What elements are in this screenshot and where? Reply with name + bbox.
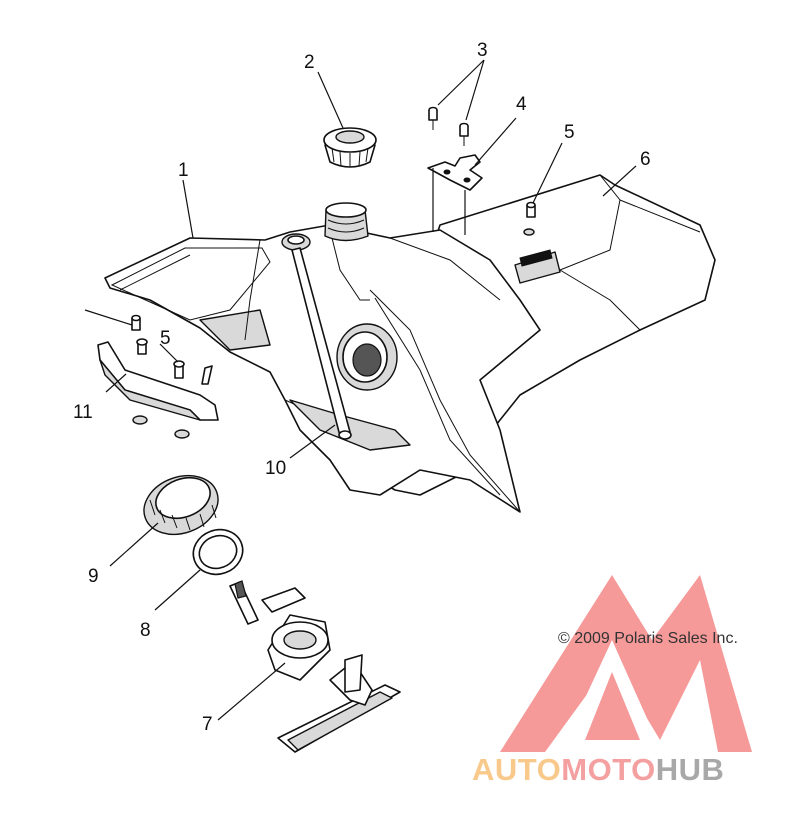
bolt-5-right [523, 201, 536, 236]
callout-5-right: 5 [564, 122, 575, 143]
gasket-8 [192, 528, 244, 576]
fuel-cap [323, 127, 377, 168]
callout-2: 2 [304, 52, 315, 73]
callout-5-left: 5 [160, 328, 171, 349]
watermark-logo-icon [500, 575, 752, 752]
copyright-text: © 2009 Polaris Sales Inc. [558, 630, 738, 647]
watermark-text: AUTOMOTOHUB [472, 752, 724, 787]
fuel-tank-body [104, 174, 716, 513]
callout-1: 1 [178, 160, 189, 181]
watermark-hub: HUB [656, 752, 725, 787]
watermark-auto: AUTO [472, 752, 561, 787]
fuel-pump-7 [229, 580, 401, 753]
bolts-3 [428, 106, 469, 146]
leader-lines [84, 59, 637, 721]
callout-3: 3 [477, 40, 488, 61]
callout-10: 10 [265, 458, 286, 479]
callout-7: 7 [202, 714, 213, 735]
callout-8: 8 [140, 620, 151, 641]
callout-6: 6 [640, 149, 651, 170]
vent-tube [291, 247, 352, 440]
callout-4: 4 [516, 94, 527, 115]
lock-ring-9 [143, 474, 219, 536]
mounting-bracket-11 [97, 314, 219, 439]
bracket-4 [427, 154, 483, 191]
callout-9: 9 [88, 566, 99, 587]
watermark-moto: MOTO [561, 752, 655, 787]
callout-11: 11 [73, 402, 93, 423]
